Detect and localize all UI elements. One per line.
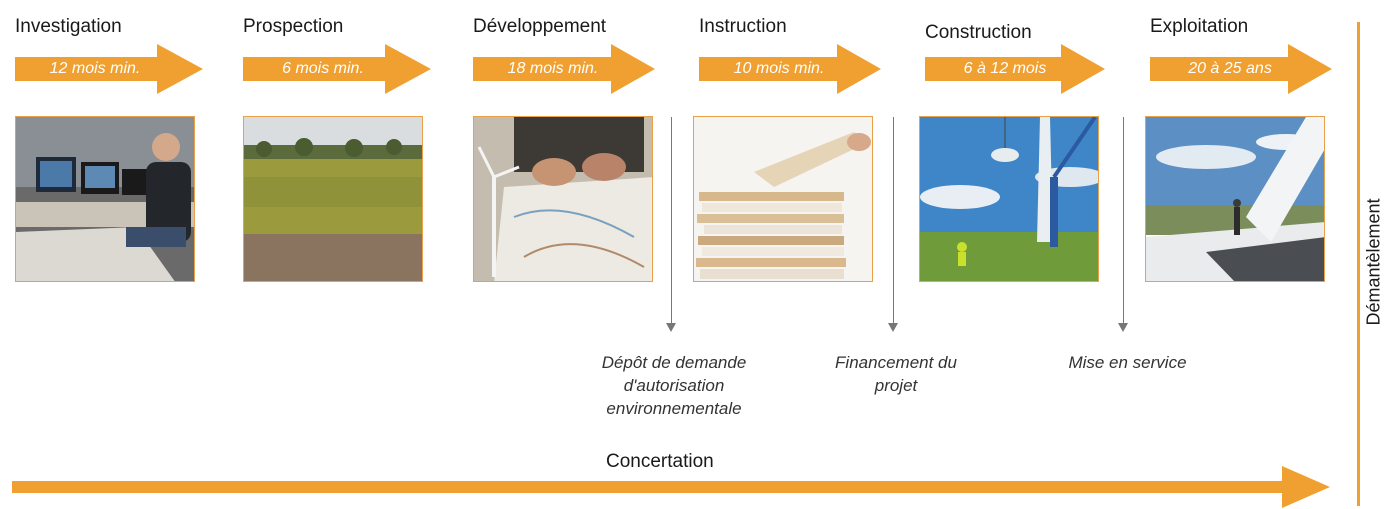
milestone-depot-demande: Dépôt de demande d'autorisation environn… <box>601 353 747 418</box>
phase-title: Prospection <box>243 16 344 37</box>
turbine-construction-photo <box>919 116 1099 282</box>
milestone-mise-en-service: Mise en service <box>1068 353 1187 372</box>
duration-label: 12 mois min. <box>49 60 141 77</box>
milestone-connector <box>893 117 894 324</box>
phase-prospection: Prospection 6 mois min. <box>243 0 453 290</box>
phase-title: Instruction <box>699 16 787 37</box>
duration-label: 18 mois min. <box>507 60 599 77</box>
phase-developpement: Développement 18 mois min. <box>473 0 683 290</box>
milestone-arrowhead <box>666 323 676 332</box>
duration-arrow: 18 mois min. <box>473 44 663 94</box>
map-planning-photo <box>473 116 653 282</box>
duration-label: 6 mois min. <box>282 60 364 77</box>
phase-title: Investigation <box>15 16 122 37</box>
concertation-arrow <box>12 466 1330 508</box>
document-stack-photo <box>693 116 873 282</box>
field-landscape-photo <box>243 116 423 282</box>
duration-arrow: 12 mois min. <box>15 44 205 94</box>
milestone-connector <box>1123 117 1124 324</box>
duration-arrow: 20 à 25 ans <box>1150 44 1340 94</box>
milestone-connector <box>671 117 672 324</box>
phase-exploitation: Exploitation 20 à 25 ans <box>1145 0 1360 290</box>
phase-title: Développement <box>473 16 607 37</box>
duration-label: 6 à 12 mois <box>963 60 1047 77</box>
phase-title: Construction <box>925 22 1032 43</box>
phase-instruction: Instruction 10 mois min. <box>693 0 909 290</box>
milestone-arrowhead <box>888 323 898 332</box>
phase-title: Exploitation <box>1150 16 1249 37</box>
duration-arrow: 6 à 12 mois <box>925 44 1115 94</box>
dismantling-divider <box>1357 22 1360 506</box>
office-workstation-photo <box>15 116 195 282</box>
duration-arrow: 10 mois min. <box>699 44 889 94</box>
milestone-financement: Financement du projet <box>835 353 957 395</box>
duration-label: 20 à 25 ans <box>1188 60 1272 77</box>
turbine-nacelle-photo <box>1145 116 1325 282</box>
milestone-arrowhead <box>1118 323 1128 332</box>
phase-investigation: Investigation 12 mois min. <box>15 0 225 290</box>
concertation-label: Concertation <box>606 451 714 472</box>
phase-construction: Construction 6 à 12 mois <box>919 0 1135 290</box>
duration-label: 10 mois min. <box>733 60 825 77</box>
dismantling-label: Démantèlement <box>1363 198 1384 326</box>
duration-arrow: 6 mois min. <box>243 44 433 94</box>
